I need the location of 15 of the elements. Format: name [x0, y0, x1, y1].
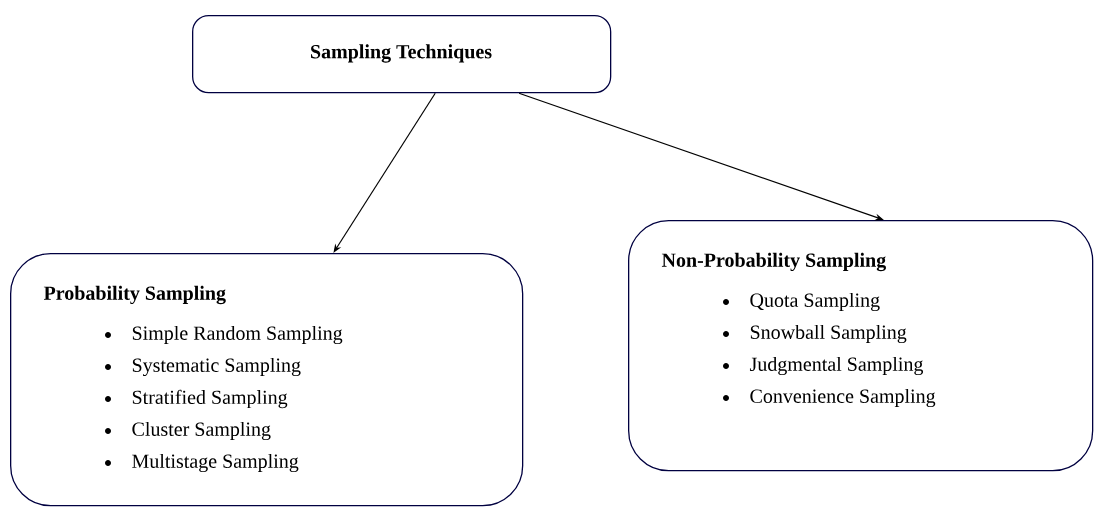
- list-item: Judgmental Sampling: [749, 356, 924, 376]
- list-item: Snowball Sampling: [750, 324, 907, 344]
- list-item: Convenience Sampling: [750, 388, 936, 408]
- arrow: [333, 92, 436, 253]
- list-item: Cluster Sampling: [132, 421, 271, 441]
- box-heading: Non-Probability Sampling: [661, 252, 886, 272]
- category-box: [628, 220, 1094, 472]
- list-item: Quota Sampling: [750, 292, 880, 312]
- list-item: Multistage Sampling: [132, 453, 299, 473]
- box-heading: Probability Sampling: [43, 285, 226, 305]
- category-box: Sampling Techniques: [192, 15, 612, 94]
- category-box: [10, 253, 524, 507]
- list-item: Stratified Sampling: [132, 389, 288, 409]
- list-item: Systematic Sampling: [132, 357, 301, 377]
- list-item: Simple Random Sampling: [132, 325, 343, 345]
